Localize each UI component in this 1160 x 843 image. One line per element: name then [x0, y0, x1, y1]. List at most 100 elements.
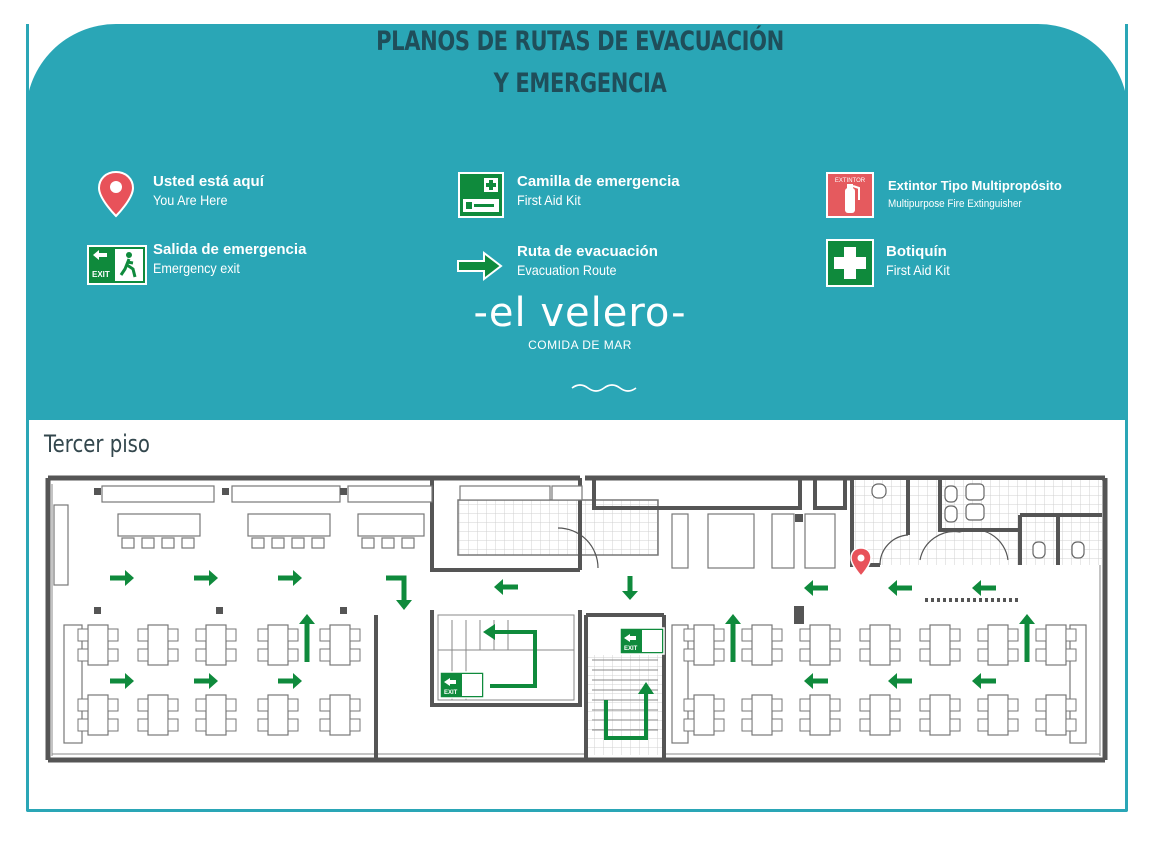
route-arrow-shape	[194, 673, 218, 689]
chair	[829, 698, 841, 712]
plan-exit-sign: EXIT	[619, 627, 665, 655]
chair	[1065, 698, 1077, 712]
route-arrow-long	[299, 614, 315, 662]
route-arrow-long	[1019, 614, 1035, 662]
table	[87, 624, 109, 666]
table	[267, 624, 289, 666]
chair	[1065, 718, 1077, 732]
route-arrow-long	[725, 614, 741, 662]
table	[693, 624, 715, 666]
fire-extinguisher-icon: EXTINTOR	[826, 172, 874, 218]
table-set	[257, 624, 299, 666]
chair	[287, 648, 299, 662]
table-set	[741, 694, 783, 736]
plan-title-line1: PLANOS DE RUTAS DE EVACUACIÓN	[376, 26, 784, 57]
chair	[107, 628, 119, 642]
route-arrow-head	[1019, 614, 1035, 624]
route-arrow	[972, 673, 996, 689]
legend-title: Extintor Tipo Multipropósito	[888, 178, 1062, 193]
route-arrow-bent	[386, 575, 412, 610]
route-arrow	[194, 673, 218, 689]
chair	[683, 648, 695, 662]
legend-first-aid: Botiquín First Aid Kit	[886, 243, 957, 279]
route-arrow-shaft	[386, 575, 407, 604]
chair	[319, 698, 331, 712]
table-set	[77, 694, 119, 736]
table	[809, 624, 831, 666]
emergency-exit-icon: EXIT	[87, 245, 147, 285]
route-arrow-shape	[972, 673, 996, 689]
table-set	[195, 694, 237, 736]
table	[751, 694, 773, 736]
route-arrow	[278, 570, 302, 586]
table	[929, 694, 951, 736]
route-arrow	[494, 579, 518, 595]
chair	[949, 698, 961, 712]
stair-route-heads	[483, 624, 654, 694]
chair	[167, 648, 179, 662]
chair	[195, 648, 207, 662]
route-arrow-shape	[278, 570, 302, 586]
table-set	[741, 624, 783, 666]
map-pin-icon	[97, 170, 135, 218]
table-set	[859, 694, 901, 736]
table	[1045, 624, 1067, 666]
exit-icon-label: EXIT	[92, 270, 110, 279]
chair	[829, 628, 841, 642]
chair	[741, 698, 753, 712]
table-set	[799, 624, 841, 666]
legend-subtitle: Multipurpose Fire Extinguisher	[888, 198, 1022, 210]
outer-walls	[45, 475, 1108, 763]
chair	[889, 698, 901, 712]
booth-seats	[671, 513, 836, 569]
door-swings	[557, 527, 1009, 569]
route-arrow-icon	[457, 250, 503, 282]
chair	[1035, 718, 1047, 732]
chair	[225, 718, 237, 732]
legend-subtitle: First Aid Kit	[886, 262, 950, 278]
chair	[225, 628, 237, 642]
chair	[977, 718, 989, 732]
chair	[257, 698, 269, 712]
route-arrow-shape	[888, 580, 912, 596]
route-arrow	[804, 580, 828, 596]
table	[205, 694, 227, 736]
chair	[1065, 648, 1077, 662]
chair	[77, 628, 89, 642]
chair	[287, 628, 299, 642]
chair	[741, 648, 753, 662]
chair	[1035, 698, 1047, 712]
legend-subtitle: You Are Here	[153, 192, 228, 208]
dining-tables	[77, 624, 1077, 736]
route-arrow	[110, 673, 134, 689]
table	[1045, 694, 1067, 736]
table	[205, 624, 227, 666]
chair	[859, 718, 871, 732]
route-arrow	[972, 580, 996, 596]
route-arrow-shape	[194, 570, 218, 586]
chair	[919, 718, 931, 732]
chair	[799, 718, 811, 732]
chair	[771, 648, 783, 662]
route-arrow-shape	[110, 570, 134, 586]
pillars	[94, 488, 804, 624]
table	[147, 624, 169, 666]
table-set	[257, 694, 299, 736]
chair	[167, 628, 179, 642]
chair	[859, 698, 871, 712]
chair	[949, 718, 961, 732]
brand-tagline: COMIDA DE MAR	[528, 338, 632, 352]
plan-title-line2: Y EMERGENCIA	[493, 68, 667, 99]
counters	[53, 485, 583, 586]
plan-exit-label: EXIT	[444, 690, 458, 696]
chair	[195, 698, 207, 712]
plan-exit-sign: EXIT	[439, 671, 485, 699]
stretcher-icon	[458, 172, 504, 218]
chair	[195, 628, 207, 642]
chair	[683, 698, 695, 712]
table-set	[683, 624, 725, 666]
booth-tables	[117, 513, 425, 549]
chair	[1035, 648, 1047, 662]
route-arrow-shape	[278, 673, 302, 689]
chair	[1007, 718, 1019, 732]
